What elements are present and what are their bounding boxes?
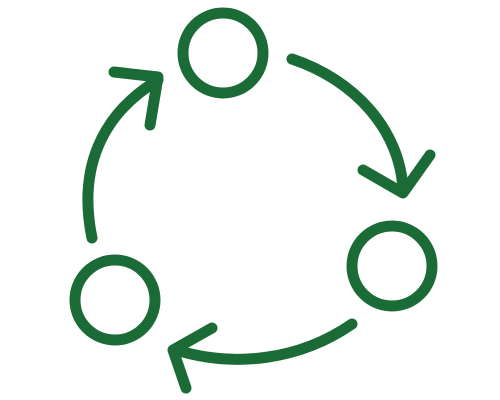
cycle-arrowhead-top: [108, 66, 164, 131]
cycle-node-top: [177, 7, 269, 99]
cycle-arrowhead-bottom: [167, 322, 218, 394]
cycle-arrow-top-to-right: [286, 53, 409, 196]
cycle-arrow-right-to-left: [170, 318, 358, 365]
cycle-node-right: [346, 220, 438, 312]
cycle-node-left: [69, 254, 161, 346]
cycle-arrowhead-right: [357, 149, 436, 199]
cycle-arrow-left-to-top: [82, 74, 164, 244]
